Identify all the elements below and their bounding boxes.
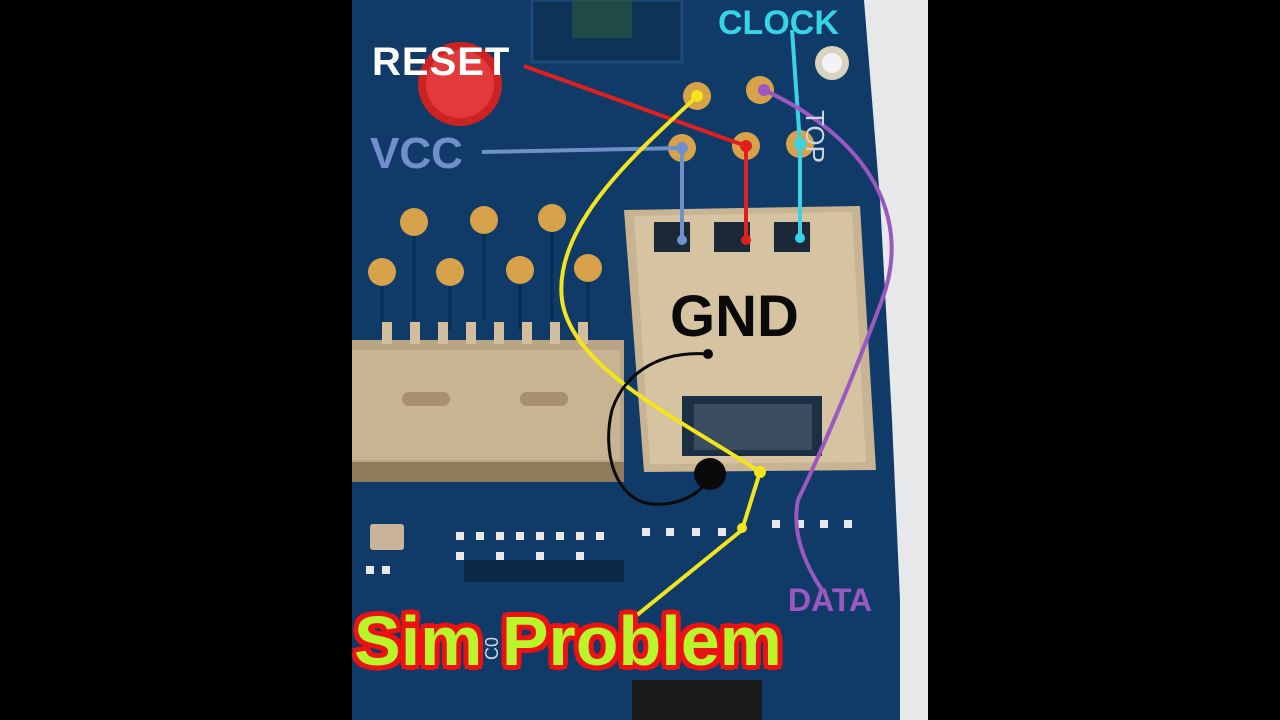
photo-frame: C0 5 RESET VCC CLOCK TOP GND DATA Sim Pr… xyxy=(352,0,928,720)
clock-label: CLOCK xyxy=(718,4,839,42)
pcb-board-photo: C0 5 xyxy=(352,0,928,720)
data-wire xyxy=(763,88,894,592)
extra-yellow-wire xyxy=(559,94,763,626)
reset-label: RESET xyxy=(372,40,511,84)
data-label: DATA xyxy=(788,582,873,618)
svg-text:5: 5 xyxy=(572,630,592,640)
svg-text:C0: C0 xyxy=(482,637,502,660)
video-title: Sim Problem xyxy=(354,602,782,680)
gnd-label: GND xyxy=(670,284,799,349)
vcc-label: VCC xyxy=(370,129,463,178)
gnd-wire xyxy=(607,352,710,506)
background-paper xyxy=(864,0,928,720)
top-silkscreen-label: TOP xyxy=(800,110,830,163)
